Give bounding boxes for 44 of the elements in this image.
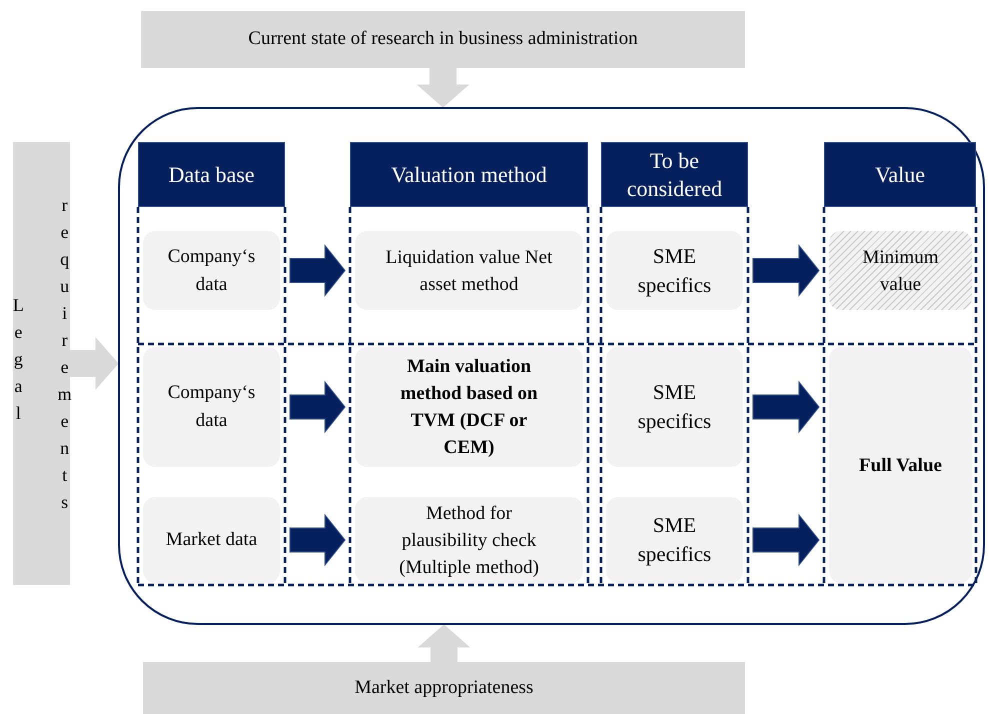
vertical-label: Legal xyxy=(12,294,35,425)
vertical-label: requirements xyxy=(56,194,82,514)
block-arrow xyxy=(416,68,470,108)
input-band xyxy=(141,11,745,68)
label-text: Full Value xyxy=(859,454,942,478)
column-header xyxy=(138,142,285,207)
label-text: Market data xyxy=(166,528,258,552)
label-text: SME specifics xyxy=(636,379,712,435)
block-arrow xyxy=(290,380,346,434)
block-arrow xyxy=(752,244,820,297)
label-text: SME specifics xyxy=(636,512,712,568)
block-arrow xyxy=(752,380,820,434)
block-arrow xyxy=(418,624,470,662)
column-header xyxy=(601,142,748,207)
content-box xyxy=(829,347,972,583)
rounded-frame xyxy=(118,107,985,625)
label-text: Main valuation method based on TVM (DCF or CEM) xyxy=(399,355,539,460)
input-band xyxy=(143,662,745,714)
content-box xyxy=(355,347,583,467)
content-box xyxy=(143,347,280,467)
label-text: Data base xyxy=(168,160,255,188)
label-text: Value xyxy=(874,160,926,188)
content-box xyxy=(143,497,280,583)
content-box xyxy=(606,347,743,467)
label-text: Minimum value xyxy=(861,246,940,296)
label-text: To be considered xyxy=(626,146,724,202)
content-box xyxy=(606,497,743,583)
column-header xyxy=(824,142,976,207)
label-text: Valuation method xyxy=(391,160,547,188)
content-box xyxy=(355,497,583,583)
label-text: SME specifics xyxy=(636,242,712,298)
label-text: Current state of research in business administration xyxy=(248,27,638,52)
hatched-box xyxy=(829,231,972,310)
label-text: Company‘s data xyxy=(166,381,256,433)
label-text: Method for plausibility check (Multiple method) xyxy=(398,502,540,580)
block-arrow xyxy=(752,514,820,566)
block-arrow xyxy=(70,337,119,390)
label-text: Market appropriateness xyxy=(354,676,534,700)
block-arrow xyxy=(290,514,346,566)
label-text: Liquidation value Net asset method xyxy=(385,246,553,296)
label-text: Company‘s data xyxy=(166,244,256,296)
block-arrow xyxy=(290,244,346,297)
column-header xyxy=(350,142,588,207)
input-band xyxy=(13,142,70,585)
